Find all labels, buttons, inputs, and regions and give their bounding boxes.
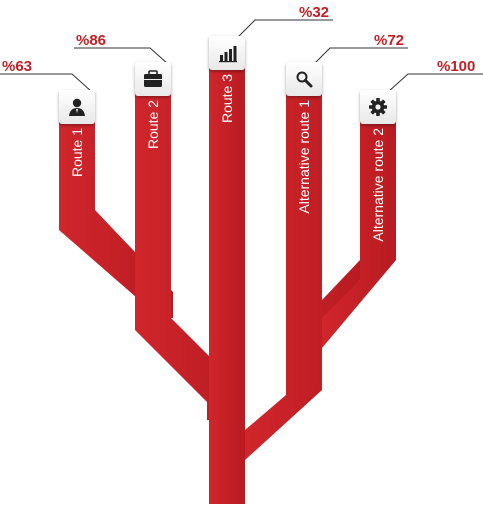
route-3-tile [209,36,245,70]
briefcase-icon [144,70,162,87]
alt-route-1-tile [286,62,322,96]
route-2-tile [135,62,171,96]
leader-line-route-1 [0,73,93,93]
search-icon [296,71,313,88]
leader-line-alt-route-2 [387,73,483,93]
route-1-tile [59,90,95,124]
route-2-percent: %86 [76,32,106,49]
alt-route-1-label: Alternative route 1 [296,100,312,214]
gear-icon [369,98,387,116]
route-3-percent: %32 [299,4,329,21]
icon-tiles [59,36,396,124]
bar-chart-icon [219,46,237,63]
alt-route-2-label: Alternative route 2 [370,128,386,242]
branch-route-2 [135,78,243,420]
branch-alt-route-1 [245,80,360,460]
route-labels: Route 1 Route 2 Route 3 Alternative rout… [69,74,386,242]
leader-lines [0,19,483,93]
alt-route-2-percent: %100 [437,58,475,75]
tree-branches [59,52,396,504]
leader-line-alt-route-1 [311,47,408,67]
route-1-percent: %63 [2,58,32,75]
branch-route-3 [209,52,245,504]
route-1-label: Route 1 [69,128,85,177]
leader-line-route-2 [74,47,169,65]
leader-line-route-3 [236,19,333,39]
route-3-label: Route 3 [219,74,235,123]
alt-route-1-percent: %72 [374,32,404,49]
branch-alt-route-2 [322,110,396,348]
person-icon [69,98,85,116]
route-2-label: Route 2 [145,100,161,149]
alt-route-2-tile [360,90,396,124]
percent-labels: %63 %86 %32 %72 %100 [2,4,475,75]
